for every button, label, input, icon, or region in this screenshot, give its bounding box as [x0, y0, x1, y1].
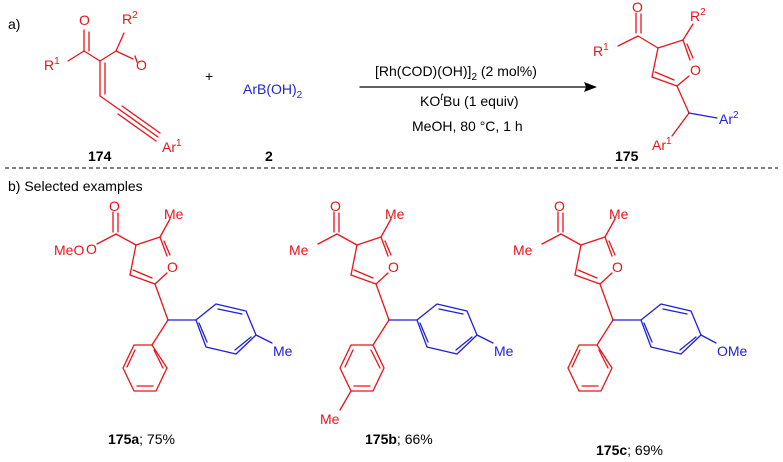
part-a-label: a) [8, 16, 20, 32]
example-175b-me-ring: Me [385, 206, 405, 222]
arylboronic-acid-formula: ArB(OH)2 [243, 81, 303, 101]
example-175a-me-aryl: Me [273, 343, 293, 359]
example-175c-o-ring: O [612, 259, 623, 275]
example-175c-o-carbonyl: O [554, 198, 565, 214]
catalyst-text: [Rh(COD)(OH)]2 (2 mol%) [375, 63, 537, 83]
reactant-174-o1: O [79, 12, 90, 28]
reactant-174-r1: R1 [44, 56, 60, 73]
example-175b-me-aryl1: Me [320, 411, 340, 427]
example-175b-me-aryl2: Me [494, 343, 514, 359]
example-175a-label: 175a; 75% [108, 431, 175, 447]
product-175-ar2: Ar2 [719, 110, 739, 127]
example-175a-o-ring: O [167, 259, 178, 275]
example-175a-o-ester: O [86, 241, 97, 257]
example-175a-me-ring: Me [164, 206, 184, 222]
solvent-text: MeOH, 80 °C, 1 h [412, 118, 523, 134]
example-175b-me-acyl: Me [289, 242, 309, 258]
product-175-o-ring: O [690, 62, 701, 78]
product-175-ar1: Ar1 [652, 136, 672, 153]
reactant-174-o2: O [136, 57, 147, 73]
base-text: KOtBu (1 equiv) [420, 92, 519, 109]
product-175-o-ketone: O [632, 0, 643, 15]
example-175a-structure [96, 211, 273, 392]
example-175a-meo: MeO [54, 242, 84, 258]
part-b-label: b) Selected examples [8, 178, 143, 194]
product-175-structure [617, 12, 718, 137]
reactant-174-ar1: Ar1 [162, 138, 182, 155]
example-175c-me-ring: Me [609, 206, 629, 222]
product-175-r1: R1 [593, 42, 609, 59]
example-175b-label: 175b; 66% [365, 431, 433, 447]
example-175a-o-carbonyl: O [109, 198, 120, 214]
reaction-arrow-head [584, 82, 597, 92]
example-175b-o-ring: O [388, 259, 399, 275]
reactant-174-structure [67, 29, 161, 142]
product-175-number: 175 [615, 148, 639, 164]
product-175-r2: R2 [690, 7, 706, 24]
example-175c-me-acyl: Me [513, 242, 533, 258]
example-175c-structure [541, 211, 717, 392]
example-175c-ome: OMe [717, 343, 748, 359]
example-175c-label: 175c; 69% [596, 442, 663, 458]
plus-sign: + [205, 68, 213, 84]
example-175b-structure [317, 211, 494, 411]
example-175b-o-carbonyl: O [330, 198, 341, 214]
reactant-174-number: 174 [88, 148, 112, 164]
reactant-2-number: 2 [265, 148, 273, 164]
reactant-174-r2: R2 [122, 10, 138, 27]
